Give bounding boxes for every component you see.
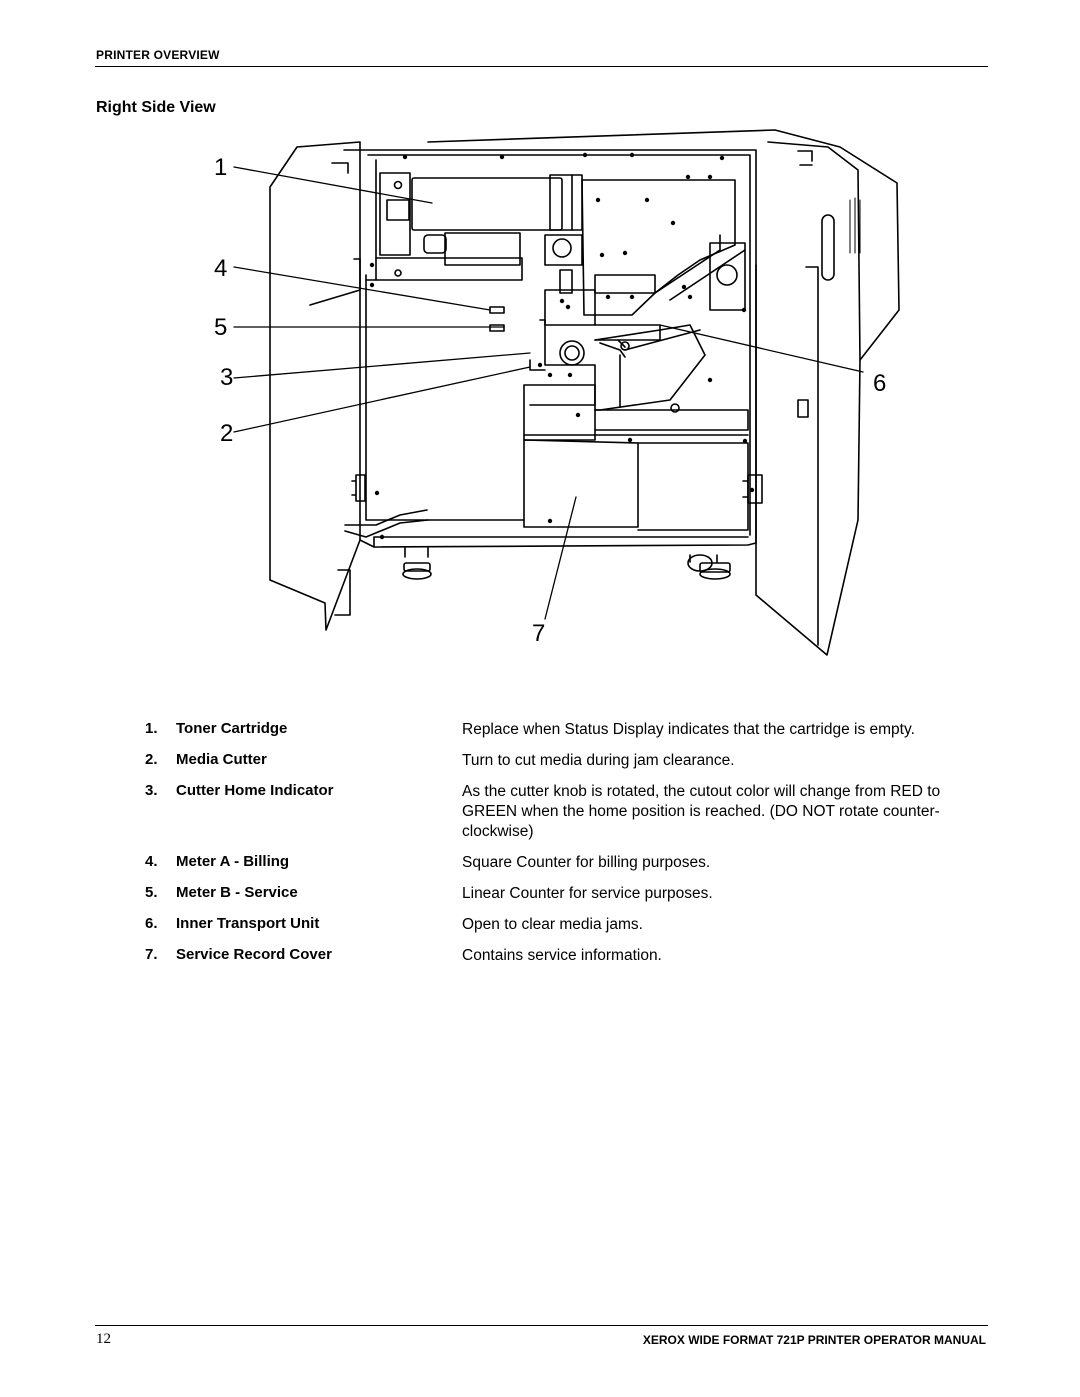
legend-item: 1. Toner Cartridge Replace when Status D… <box>145 720 995 740</box>
legend-term: Inner Transport Unit <box>176 915 320 932</box>
callout-7: 7 <box>532 620 545 647</box>
legend-description: Replace when Status Display indicates th… <box>462 721 915 738</box>
legend-term: Meter A - Billing <box>176 853 290 870</box>
legend-item: 3. Cutter Home Indicator As the cutter k… <box>145 782 995 842</box>
callout-3: 3 <box>220 364 233 391</box>
parts-legend: 1. Toner Cartridge Replace when Status D… <box>145 720 995 977</box>
page-number: 12 <box>96 1331 111 1347</box>
fastener-dots <box>369 152 755 540</box>
legend-item: 6. Inner Transport Unit Open to clear me… <box>145 915 995 935</box>
legend-number: 1. <box>145 720 158 737</box>
toner-cartridge <box>379 172 583 256</box>
legend-number: 4. <box>145 853 158 870</box>
callout-1: 1 <box>214 154 227 181</box>
section-title: Right Side View <box>96 99 216 116</box>
legend-description: Open to clear media jams. <box>462 916 643 933</box>
main-frame <box>359 149 757 548</box>
legend-number: 7. <box>145 946 158 963</box>
legend-description: As the cutter knob is rotated, the cutou… <box>462 783 941 840</box>
legend-description: Contains service information. <box>462 947 662 964</box>
legend-number: 6. <box>145 915 158 932</box>
legend-item: 2. Media Cutter Turn to cut media during… <box>145 751 995 771</box>
legend-number: 3. <box>145 782 158 799</box>
legend-term: Service Record Cover <box>176 946 332 963</box>
legend-term: Media Cutter <box>176 751 267 768</box>
legend-term: Meter B - Service <box>176 884 298 901</box>
vent-grille <box>849 197 861 254</box>
callout-6: 6 <box>873 370 886 397</box>
manual-title: XEROX WIDE FORMAT 721P PRINTER OPERATOR … <box>642 1333 986 1347</box>
callout-5: 5 <box>214 314 227 341</box>
callout-leaders <box>233 166 864 620</box>
legend-term: Toner Cartridge <box>176 720 288 737</box>
legend-item: 4. Meter A - Billing Square Counter for … <box>145 853 995 873</box>
legend-item: 7. Service Record Cover Contains service… <box>145 946 995 966</box>
legend-description: Linear Counter for service purposes. <box>462 885 713 902</box>
header-rule <box>95 66 988 67</box>
legend-description: Square Counter for billing purposes. <box>462 854 711 871</box>
printer-right-side-diagram: 1 2 3 4 5 6 7 <box>214 129 900 656</box>
legend-number: 5. <box>145 884 158 901</box>
running-header: PRINTER OVERVIEW <box>96 48 220 62</box>
left-door <box>269 141 361 631</box>
callout-4: 4 <box>214 255 227 282</box>
legend-number: 2. <box>145 751 158 768</box>
inner-transport-unit <box>594 234 749 431</box>
printer-feet <box>402 547 731 580</box>
legend-description: Turn to cut media during jam clearance. <box>462 752 735 769</box>
right-door <box>755 141 861 656</box>
legend-item: 5. Meter B - Service Linear Counter for … <box>145 884 995 904</box>
printer-top-outline <box>427 129 900 361</box>
footer-rule <box>95 1325 988 1326</box>
callout-2: 2 <box>220 420 233 447</box>
legend-term: Cutter Home Indicator <box>176 782 334 799</box>
service-record-cover <box>523 439 639 528</box>
